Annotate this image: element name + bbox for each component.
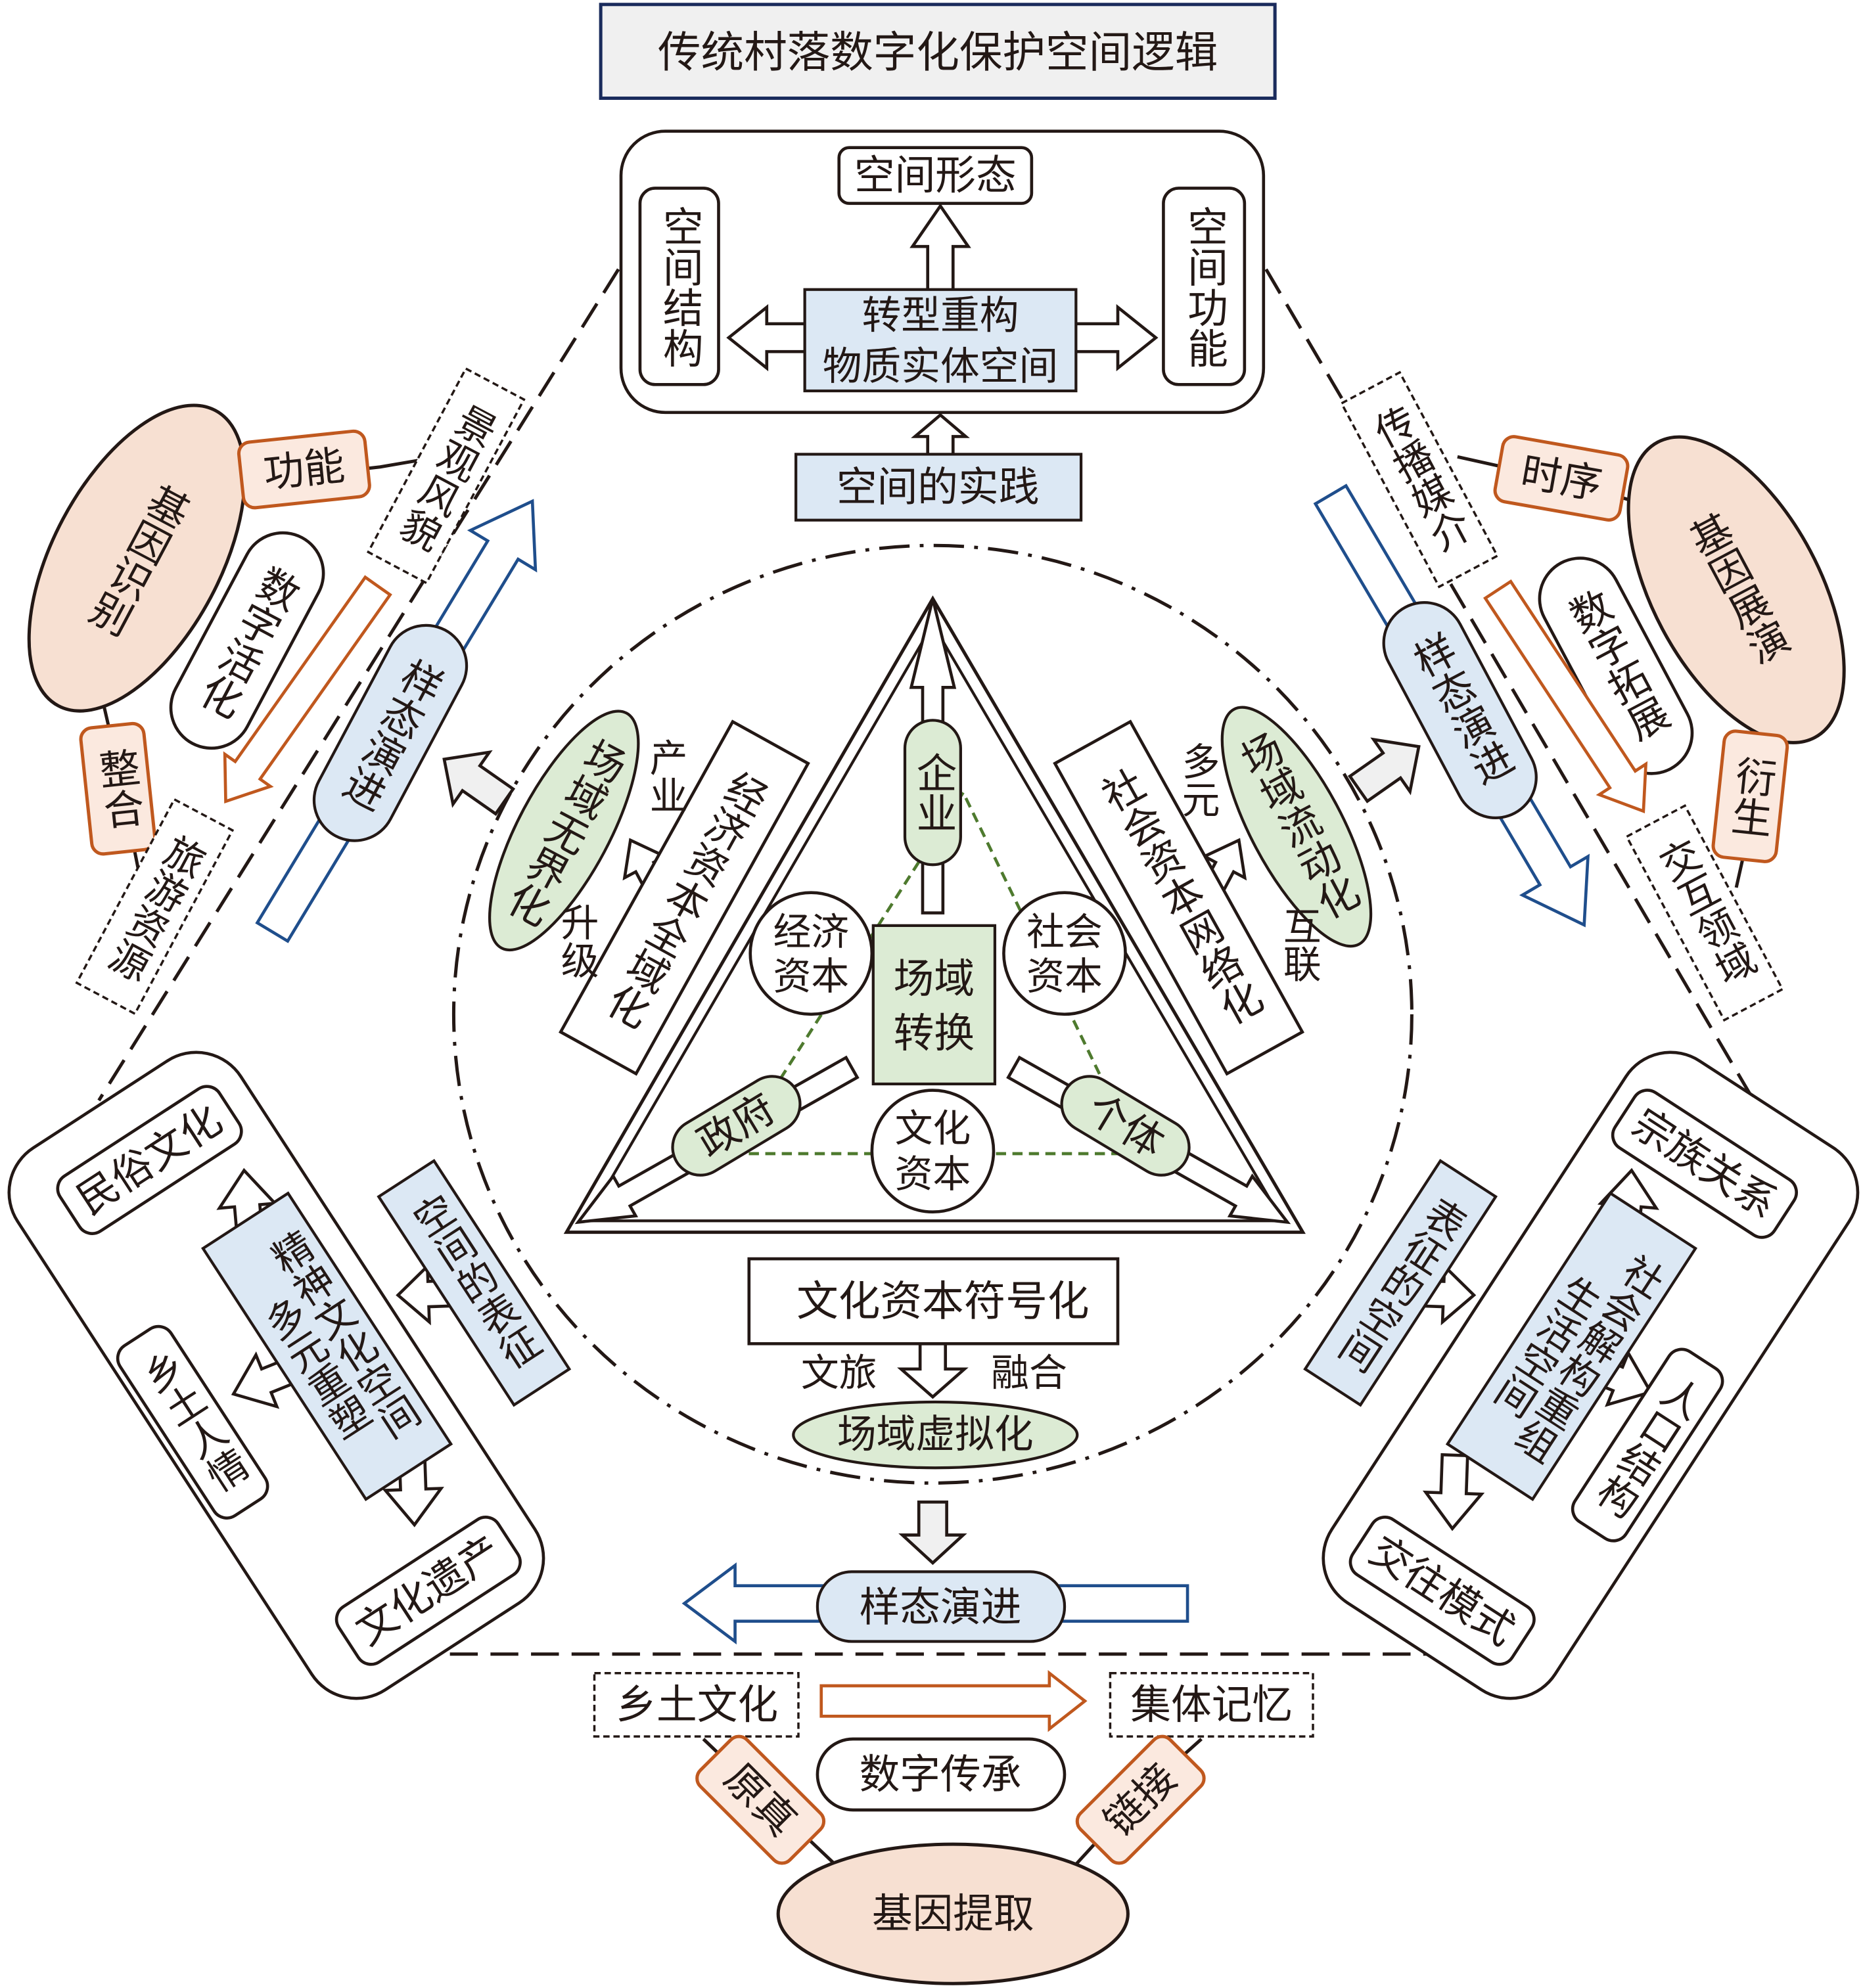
space-function-label: 空间功能 xyxy=(1180,206,1228,368)
space-practice-label: 空间的实践 xyxy=(837,464,1040,511)
landscape-resource-box xyxy=(366,367,526,585)
cultural-capital-circle xyxy=(870,1089,996,1214)
arrow-left-to-structure-icon xyxy=(726,304,809,372)
title-box xyxy=(599,3,1277,101)
space-structure-label: 空间结构 xyxy=(656,206,703,368)
interaction-field-box xyxy=(1625,804,1784,1022)
arrow-up-from-practice-icon xyxy=(911,413,970,459)
cultural-heritage-box xyxy=(334,1516,522,1666)
material-space-line1: 转型重构 xyxy=(862,294,1019,339)
field-virtual-label: 场域虚拟化 xyxy=(837,1412,1034,1458)
arrow-up-to-form-icon xyxy=(909,203,971,294)
cultural-capital-line2: 资本 xyxy=(895,1152,971,1196)
cultural-capital-line1: 文化 xyxy=(895,1106,971,1150)
representation-of-space-box xyxy=(377,1158,572,1407)
tourism-resource-box xyxy=(75,798,235,1016)
gray-arrow-right-icon xyxy=(1347,737,1421,803)
gray-arrow-down-icon xyxy=(898,1501,967,1566)
field-transform-line2: 转换 xyxy=(894,1010,975,1057)
interaction-mode-box xyxy=(1348,1516,1536,1666)
cultural-symbolization-label: 文化资本符号化 xyxy=(796,1278,1089,1326)
space-form-box xyxy=(837,146,1034,205)
field-virtual-ellipse xyxy=(792,1400,1079,1470)
rural-sentiment-box xyxy=(116,1324,269,1520)
population-structure-box xyxy=(1571,1347,1724,1543)
space-structure-box xyxy=(638,187,720,386)
arrow-layer-lower-right xyxy=(1411,1167,1659,1531)
digital-inheritance-label: 数字传承 xyxy=(860,1751,1022,1798)
evolution-pill-bottom xyxy=(816,1570,1067,1643)
integration-tag xyxy=(79,721,157,856)
collective-memory-box xyxy=(1109,1671,1314,1738)
industry-label: 产业 xyxy=(643,738,688,814)
enterprise-label: 企业 xyxy=(909,752,956,833)
function-tag xyxy=(237,429,371,510)
living-space-box xyxy=(1445,1191,1698,1501)
field-boundless-ellipse xyxy=(488,710,640,952)
evolution-pill-right xyxy=(1382,600,1538,820)
gene-extraction-ellipse xyxy=(776,1842,1130,1985)
space-form-label: 空间形态 xyxy=(854,152,1017,199)
economic-capital-globalization-box xyxy=(559,719,810,1076)
orange-inheritance-arrow-icon xyxy=(819,1669,1088,1732)
upgrade-label: 升级 xyxy=(555,903,599,979)
derivation-tag xyxy=(1711,729,1789,863)
authenticity-tag xyxy=(695,1734,826,1865)
spiritual-space-box xyxy=(200,1191,453,1501)
digital-inheritance-pill xyxy=(816,1737,1067,1812)
gene-extraction-label: 基因提取 xyxy=(872,1890,1034,1937)
material-space-box xyxy=(803,288,1078,393)
function-tag-label: 功能 xyxy=(262,441,347,497)
integration-tag-label: 整合 xyxy=(90,746,146,831)
economic-capital-line1: 经济 xyxy=(773,910,849,955)
government-pill xyxy=(671,1075,802,1177)
orange-digital-arrow-left-icon xyxy=(223,575,392,803)
page-title: 传统村落数字化保护空间逻辑 xyxy=(658,28,1218,78)
economic-capital-circle xyxy=(748,891,874,1016)
clan-relation-box xyxy=(1611,1089,1798,1239)
representational-space-box xyxy=(1303,1158,1498,1407)
sequence-tag xyxy=(1493,435,1630,522)
gene-identification-ellipse xyxy=(27,403,246,713)
economic-capital-line2: 资本 xyxy=(773,954,849,999)
social-capital-line1: 社会 xyxy=(1026,910,1103,955)
digital-activation-pill xyxy=(169,531,325,750)
social-capital-circle xyxy=(1002,891,1127,1016)
link-tag xyxy=(1075,1734,1206,1865)
social-capital-line2: 资本 xyxy=(1026,954,1103,999)
culture-tourism-label: 文旅 xyxy=(801,1351,877,1395)
orange-digital-arrow-right-icon xyxy=(1483,579,1648,813)
folk-culture-box xyxy=(56,1085,243,1235)
derivation-tag-label: 衍生 xyxy=(1722,754,1778,839)
social-capital-network-box xyxy=(1053,719,1304,1076)
cultural-symbolization-box xyxy=(747,1257,1120,1345)
enterprise-pill xyxy=(903,719,962,867)
collective-memory-label: 集体记忆 xyxy=(1130,1681,1293,1728)
field-transform-line1: 场域 xyxy=(894,955,975,1003)
field-flow-ellipse xyxy=(1220,706,1373,948)
evolution-label-bottom: 样态演进 xyxy=(860,1583,1022,1631)
arrow-to-interaction-mode-icon xyxy=(1422,1453,1485,1531)
material-space-line2: 物质实体空间 xyxy=(823,344,1059,390)
evolution-pill-left xyxy=(312,623,469,842)
gray-arrow-left-icon xyxy=(442,750,516,817)
arrow-right-to-function-icon xyxy=(1072,304,1159,372)
integration-label: 融合 xyxy=(991,1351,1067,1395)
diverse-label: 多元 xyxy=(1176,742,1220,818)
space-function-box xyxy=(1162,187,1247,386)
rural-culture-label: 乡土文化 xyxy=(616,1681,778,1728)
gene-display-ellipse xyxy=(1626,435,1846,744)
media-resource-box xyxy=(1340,371,1499,589)
field-boundary-circle xyxy=(451,543,1414,1485)
symbolization-down-arrow-icon xyxy=(897,1342,969,1399)
individual-pill xyxy=(1060,1075,1191,1177)
space-practice-box xyxy=(794,453,1083,522)
interconnect-label: 互联 xyxy=(1277,907,1322,983)
field-transform-box xyxy=(871,924,997,1086)
rural-culture-box xyxy=(593,1671,800,1738)
